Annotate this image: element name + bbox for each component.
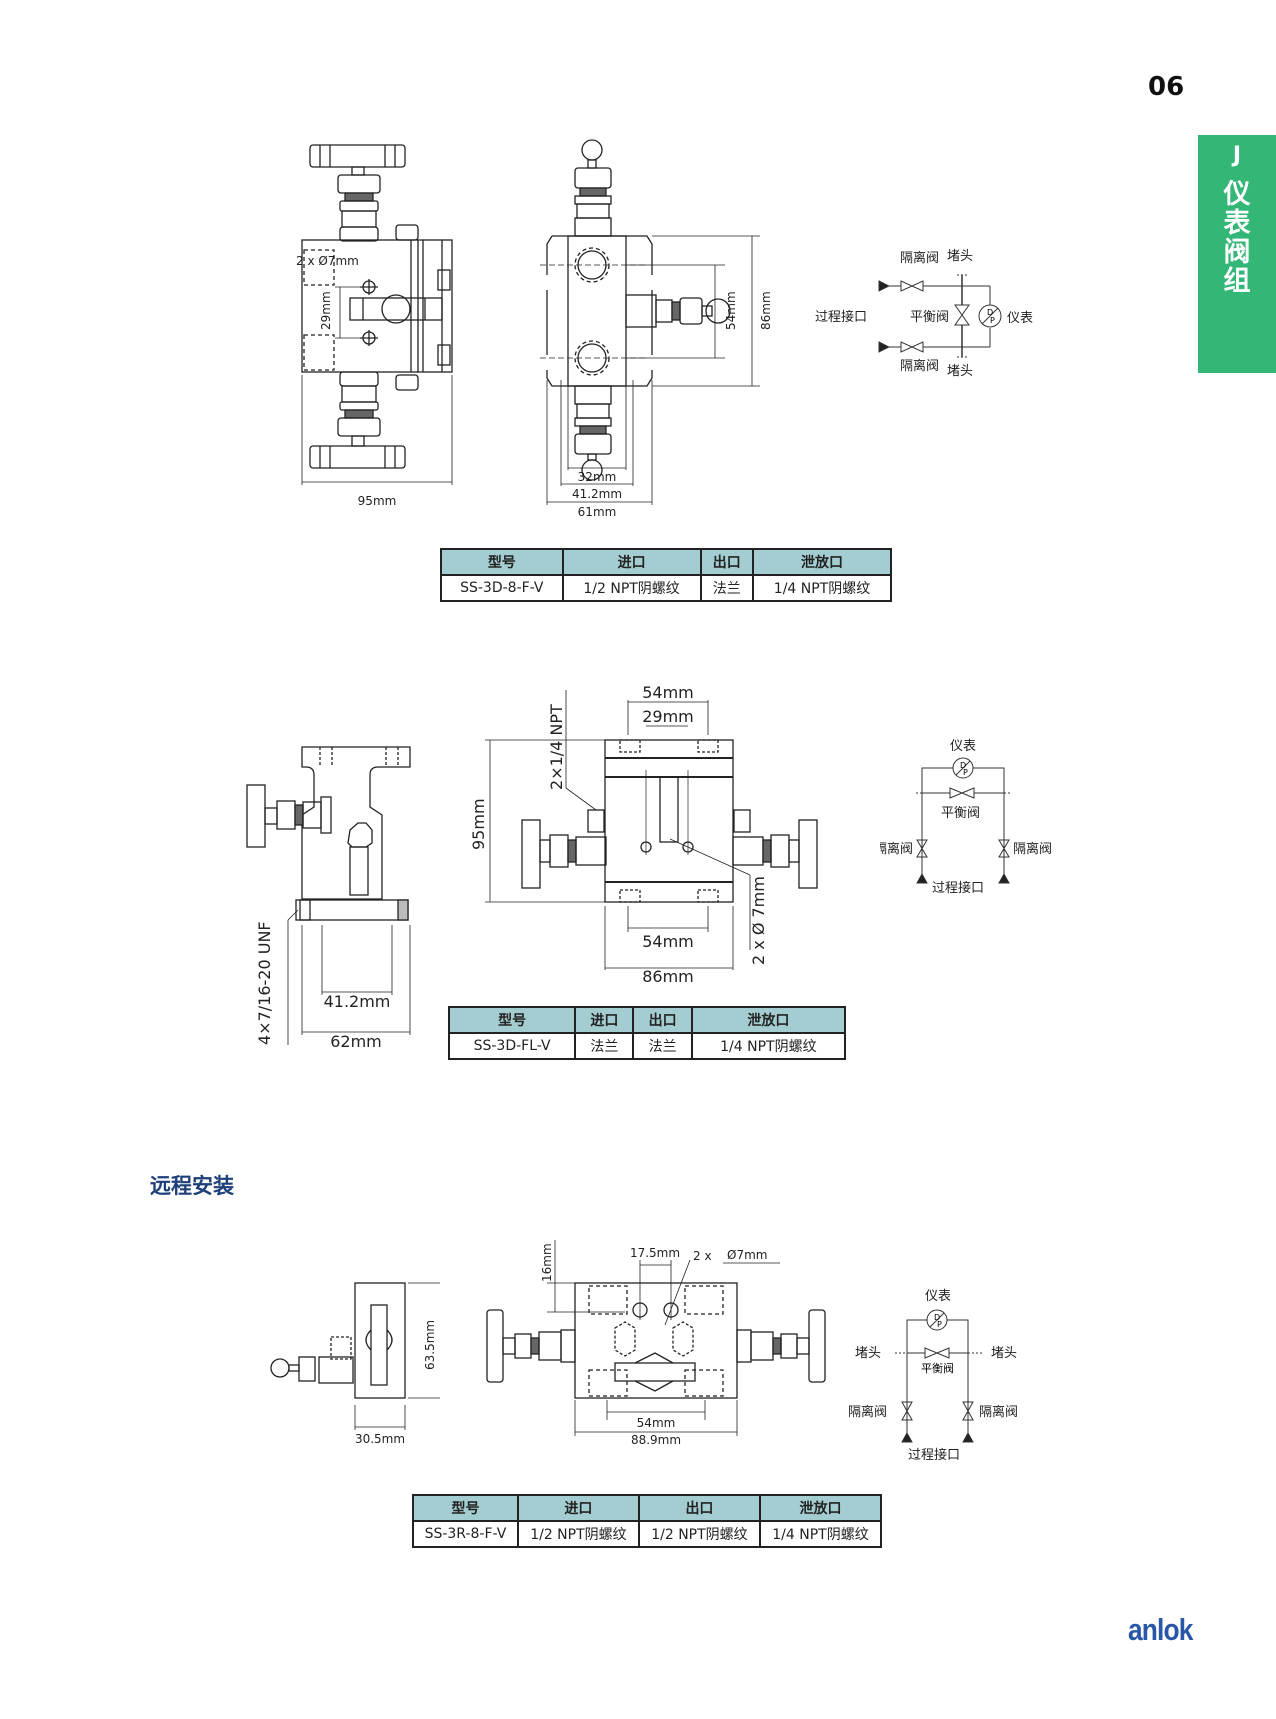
cell-outlet: 1/2 NPT阴螺纹 (637, 1520, 761, 1548)
dim-height: 63.5mm (423, 1320, 437, 1370)
drawing-side-view-1: 54mm 86mm 32mm 41.2mm 61mm (540, 139, 773, 519)
header-inlet: 进口 (561, 548, 702, 576)
cell-model: SS-3R-8-F-V (412, 1520, 519, 1548)
schematic-2: D P 仪表 平衡阀 隔离阀 隔离阀 过程接口 (880, 739, 1052, 895)
dp-d: D (934, 1313, 940, 1322)
header-vent: 泄放口 (752, 548, 892, 576)
dim-outer: 62mm (330, 1032, 382, 1051)
label-iso-left: 隔离阀 (848, 1404, 887, 1420)
spec-table-2: 型号 进口 出口 泄放口 SS-3D-FL-V 法兰 法兰 1/4 NPT阴螺纹 (447, 1006, 847, 1060)
dim-inner: 54mm (724, 291, 738, 330)
dim-bottom-inner: 54mm (642, 932, 694, 951)
dim-w3: 61mm (578, 505, 617, 519)
cell-inlet: 1/2 NPT阴螺纹 (561, 574, 702, 602)
dim-top-outer: 54mm (642, 683, 694, 702)
header-model: 型号 (447, 1006, 577, 1034)
dim-width: 95mm (358, 494, 397, 508)
dim-spacing: 17.5mm (630, 1246, 680, 1260)
header-vent: 泄放口 (758, 1494, 883, 1522)
cell-outlet: 法兰 (699, 574, 755, 602)
section-title-remote: 远程安装 (150, 1174, 234, 1198)
spec-table-3: 型号 进口 出口 泄放口 SS-3R-8-F-V 1/2 NPT阴螺纹 1/2 … (412, 1494, 883, 1548)
dim-spacing: 29mm (319, 291, 333, 330)
cell-inlet: 法兰 (574, 1032, 635, 1060)
label-process: 过程接口 (815, 309, 867, 325)
drawing-side-view-3: 63.5mm 30.5mm (270, 1282, 440, 1446)
label-iso-right: 隔离阀 (979, 1404, 1018, 1420)
dim-width: 88.9mm (631, 1433, 681, 1445)
header-vent: 泄放口 (690, 1006, 847, 1034)
label-balance: 平衡阀 (941, 806, 980, 821)
dim-holes: 2 x Ø7mm (296, 254, 359, 268)
dim-holes-count: 2 x (693, 1249, 712, 1263)
dim-width: 86mm (642, 967, 694, 985)
label-process: 过程接口 (932, 880, 984, 895)
header-inlet: 进口 (574, 1006, 635, 1034)
cell-model: SS-3D-8-F-V (440, 574, 564, 602)
dp-d: D (987, 308, 993, 317)
label-balance: 平衡阀 (910, 310, 949, 325)
label-plug-top: 堵头 (947, 249, 973, 264)
chapter-letter: J (1232, 143, 1242, 168)
cell-vent: 1/4 NPT阴螺纹 (752, 574, 892, 602)
label-process: 过程接口 (908, 1447, 960, 1460)
dim-inner: 54mm (637, 1416, 676, 1430)
spec-table-1: 型号 进口 出口 泄放口 SS-3D-8-F-V 1/2 NPT阴螺纹 法兰 1… (440, 548, 892, 602)
brand-logo: anlok (1128, 1612, 1193, 1647)
schematic-3: D P 仪表 堵头 堵头 平衡阀 隔离阀 隔离阀 过程接口 (848, 1289, 1018, 1460)
dim-height: 95mm (470, 798, 488, 850)
dp-d: D (960, 761, 966, 770)
label-plug-bottom: 堵头 (947, 364, 973, 379)
cell-inlet: 1/2 NPT阴螺纹 (516, 1520, 640, 1548)
header-outlet: 出口 (699, 548, 755, 576)
cell-model: SS-3D-FL-V (447, 1032, 577, 1060)
page-number: 06 (1148, 72, 1185, 102)
drawing-front-view-1: 2 x Ø7mm 29mm 95mm (296, 144, 453, 508)
label-plug-left: 堵头 (855, 1346, 881, 1361)
dim-width: 30.5mm (355, 1432, 405, 1446)
dim-inner: 41.2mm (324, 992, 391, 1011)
label-iso-left: 隔离阀 (880, 841, 913, 857)
dim-thread: 4×7/16-20 UNF (255, 921, 274, 1045)
dim-w2: 41.2mm (572, 487, 622, 501)
label-iso-right: 隔离阀 (1013, 841, 1052, 857)
dp-p: P (990, 316, 995, 325)
table-header-row: 型号 进口 出口 泄放口 (412, 1494, 883, 1522)
label-instrument: 仪表 (1007, 311, 1033, 326)
label-balance: 平衡阀 (921, 1361, 954, 1375)
cell-vent: 1/4 NPT阴螺纹 (690, 1032, 847, 1060)
table-row: SS-3D-8-F-V 1/2 NPT阴螺纹 法兰 1/4 NPT阴螺纹 (440, 574, 892, 602)
dp-p: P (963, 768, 968, 777)
label-plug-right: 堵头 (991, 1346, 1017, 1361)
header-outlet: 出口 (632, 1006, 693, 1034)
header-model: 型号 (412, 1494, 519, 1522)
table-header-row: 型号 进口 出口 泄放口 (447, 1006, 847, 1034)
header-inlet: 进口 (516, 1494, 640, 1522)
schematic-1: D P 隔离阀 堵头 过程接口 平衡阀 仪表 隔离阀 堵头 (815, 249, 1033, 379)
table-header-row: 型号 进口 出口 泄放口 (440, 548, 892, 576)
drawing-side-view-2: 4×7/16-20 UNF 41.2mm 62mm (246, 746, 411, 1051)
dim-top-inner: 29mm (642, 707, 694, 726)
label-iso-top: 隔离阀 (900, 250, 939, 266)
label-instrument: 仪表 (950, 739, 976, 754)
dp-p: P (937, 1320, 942, 1329)
dim-npt: 2×1/4 NPT (547, 704, 566, 790)
chapter-title: 仪表阀组 (1223, 179, 1251, 297)
drawing-front-view-2: 54mm 29mm 2×1/4 NPT 95mm 54mm 86mm 2 x Ø… (470, 683, 818, 985)
label-instrument: 仪表 (925, 1289, 951, 1304)
cell-outlet: 法兰 (632, 1032, 693, 1060)
table-row: SS-3D-FL-V 法兰 法兰 1/4 NPT阴螺纹 (447, 1032, 847, 1060)
table-row: SS-3R-8-F-V 1/2 NPT阴螺纹 1/2 NPT阴螺纹 1/4 NP… (412, 1520, 883, 1548)
label-iso-bottom: 隔离阀 (900, 358, 939, 374)
header-model: 型号 (440, 548, 564, 576)
dim-hole-dia: Ø7mm (727, 1248, 767, 1262)
chapter-tab: J 仪表阀组 (1198, 135, 1276, 373)
dim-holes: 2 x Ø 7mm (749, 876, 768, 965)
dim-w1: 32mm (578, 470, 617, 484)
dim-height: 86mm (759, 291, 773, 330)
cell-vent: 1/4 NPT阴螺纹 (758, 1520, 883, 1548)
drawing-front-view-3: 16mm 17.5mm 2 x Ø7mm 54mm 88.9mm (486, 1240, 826, 1445)
dim-top: 16mm (540, 1243, 554, 1282)
header-outlet: 出口 (637, 1494, 761, 1522)
